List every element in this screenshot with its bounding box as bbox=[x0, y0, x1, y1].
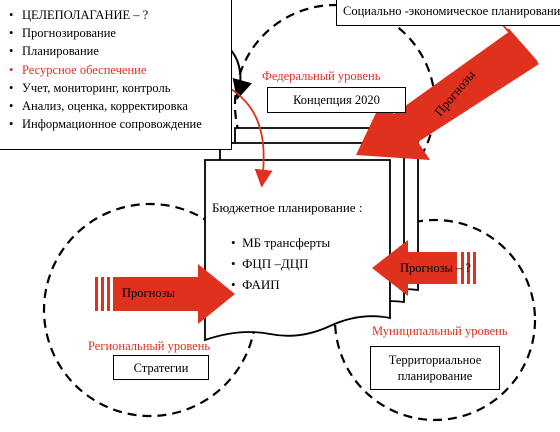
strategies-box: Стратегии bbox=[113, 355, 209, 380]
socio-economic-planning-label: Социально -экономическое планирование bbox=[343, 4, 560, 18]
federal-level-label: Федеральный уровень bbox=[262, 69, 381, 83]
regional-level-label: Региональный уровень bbox=[88, 339, 211, 353]
regional-forecast-arrow-shape bbox=[95, 264, 235, 324]
strategies-label: Стратегии bbox=[133, 361, 189, 375]
territorial-planning-box: Территориальное планирование bbox=[370, 346, 500, 390]
planning-function-item: Учет, мониторинг, контроль bbox=[9, 79, 231, 97]
planning-function-item: Анализ, оценка, корректировка bbox=[9, 97, 231, 115]
territorial-planning-label: Территориальное планирование bbox=[388, 353, 482, 383]
municipal-forecast-arrow-shape bbox=[372, 240, 476, 296]
regional-arrow-label: Прогнозы bbox=[122, 286, 175, 300]
budget-item-transfers: • МБ трансферты bbox=[231, 235, 331, 250]
planning-function-item: ЦЕЛЕПОЛАГАНИЕ – ? bbox=[9, 6, 231, 24]
socio-economic-planning-box: Социально -экономическое планирование bbox=[336, 0, 560, 26]
planning-function-item: Ресурсное обеспечение bbox=[9, 61, 231, 79]
municipal-arrow-label: Прогнозы – ? bbox=[400, 261, 471, 275]
planning-function-item: Планирование bbox=[9, 42, 231, 60]
municipal-level-label: Муниципальный уровень bbox=[372, 324, 508, 338]
document-page-front bbox=[204, 159, 391, 342]
municipal-circle bbox=[333, 218, 537, 422]
federal-forecast-arrow-shape bbox=[356, 31, 539, 160]
budget-item-fcp: • ФЦП –ДЦП bbox=[231, 256, 309, 271]
planning-functions-list: ЦЕЛЕПОЛАГАНИЕ – ?ПрогнозированиеПланиров… bbox=[0, 0, 232, 150]
concept-2020-label: Концепция 2020 bbox=[293, 93, 380, 107]
budget-planning-title: Бюджетное планирование : bbox=[212, 200, 363, 215]
planning-function-item: Прогнозирование bbox=[9, 24, 231, 42]
concept-2020-box: Концепция 2020 bbox=[267, 87, 406, 113]
budget-item-faip: • ФАИП bbox=[231, 277, 280, 292]
planning-function-item: Информационное сопровождение bbox=[9, 115, 231, 133]
